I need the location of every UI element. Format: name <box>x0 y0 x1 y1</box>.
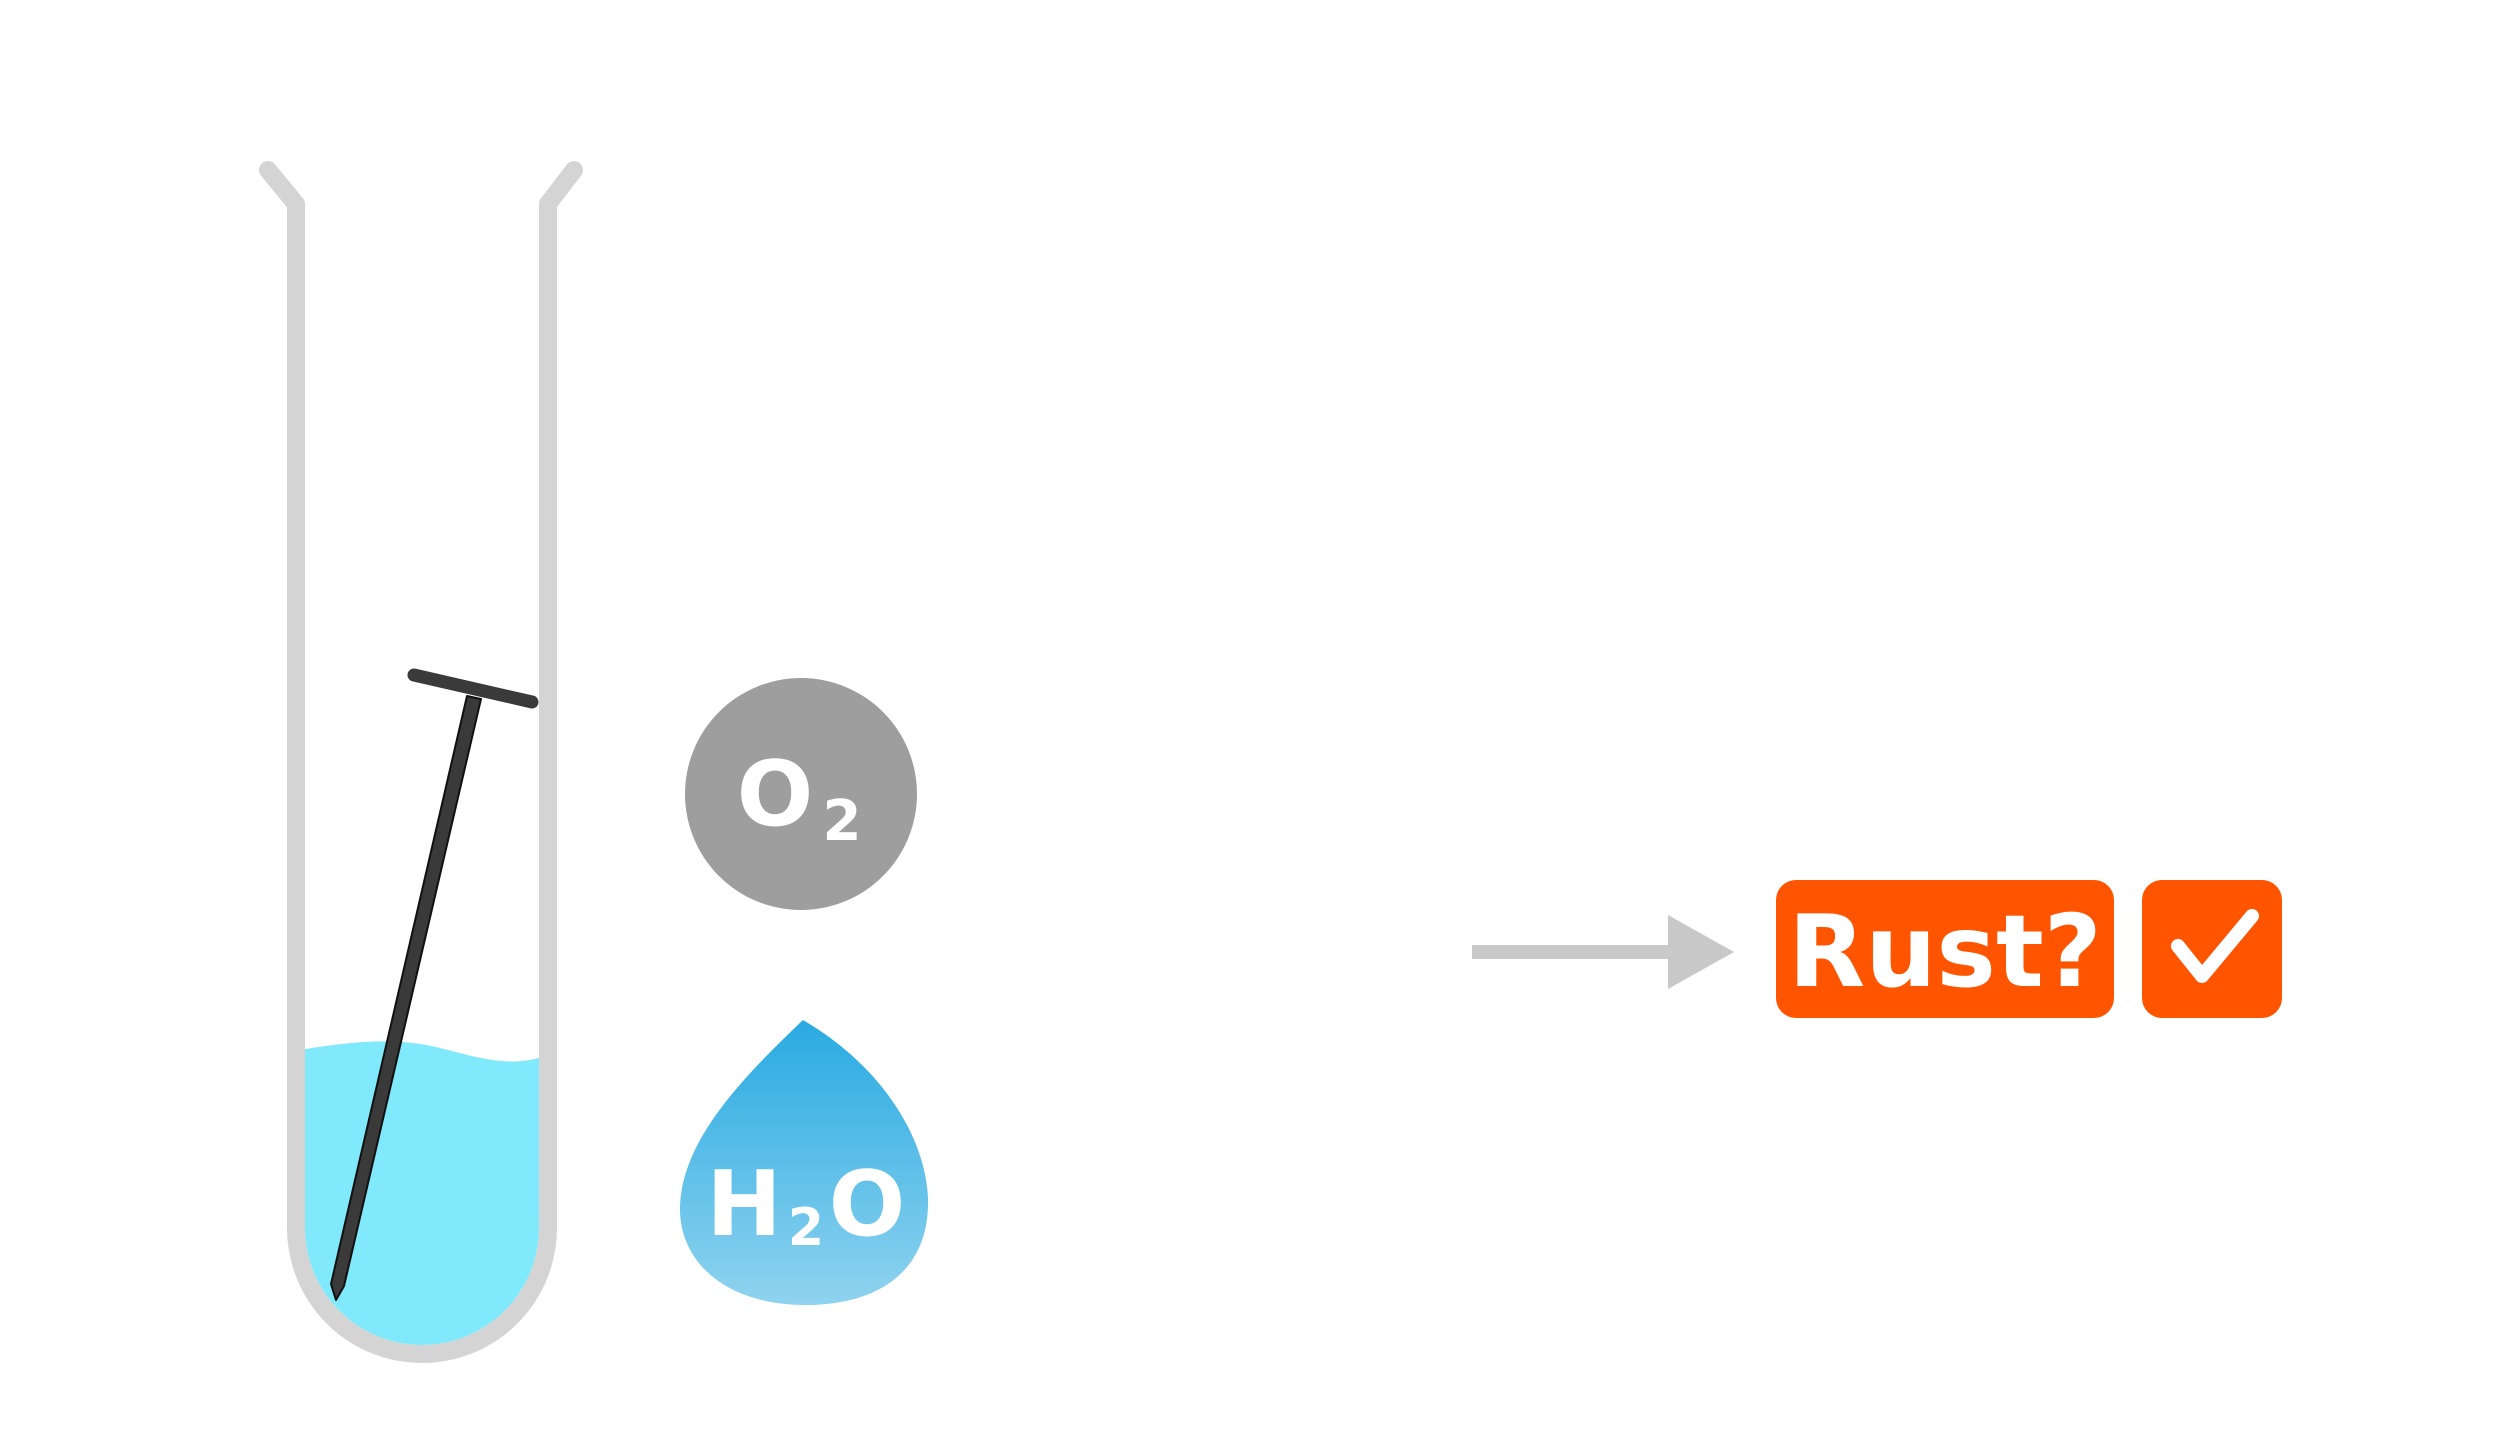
water-subscript: 2 <box>788 1198 824 1258</box>
reaction-arrow <box>1472 915 1734 989</box>
oxygen-molecule: O 2 <box>685 678 917 910</box>
checkmark-icon <box>2171 909 2259 983</box>
tube-glass <box>259 161 583 1363</box>
water-droplet: H 2 O <box>679 1020 929 1305</box>
arrow-head <box>1668 915 1734 989</box>
checkmark-box <box>2142 880 2282 1018</box>
rust-question-box <box>1776 880 2114 1018</box>
test-tube <box>259 161 583 1363</box>
water-symbol-o: O <box>829 1152 906 1257</box>
tube-liquid <box>305 1041 539 1345</box>
rust-question-label: Rust? <box>1788 893 2102 1010</box>
water-symbol-h: H <box>706 1152 781 1257</box>
water-drop-shape <box>679 1020 929 1305</box>
oxygen-circle <box>685 678 917 910</box>
nail-shaft <box>330 695 482 1301</box>
iron-nail <box>330 668 539 1301</box>
nail-head <box>407 668 539 709</box>
result-group: Rust? <box>1776 880 2282 1018</box>
oxygen-subscript: 2 <box>823 789 862 854</box>
oxygen-symbol: O <box>737 742 814 847</box>
